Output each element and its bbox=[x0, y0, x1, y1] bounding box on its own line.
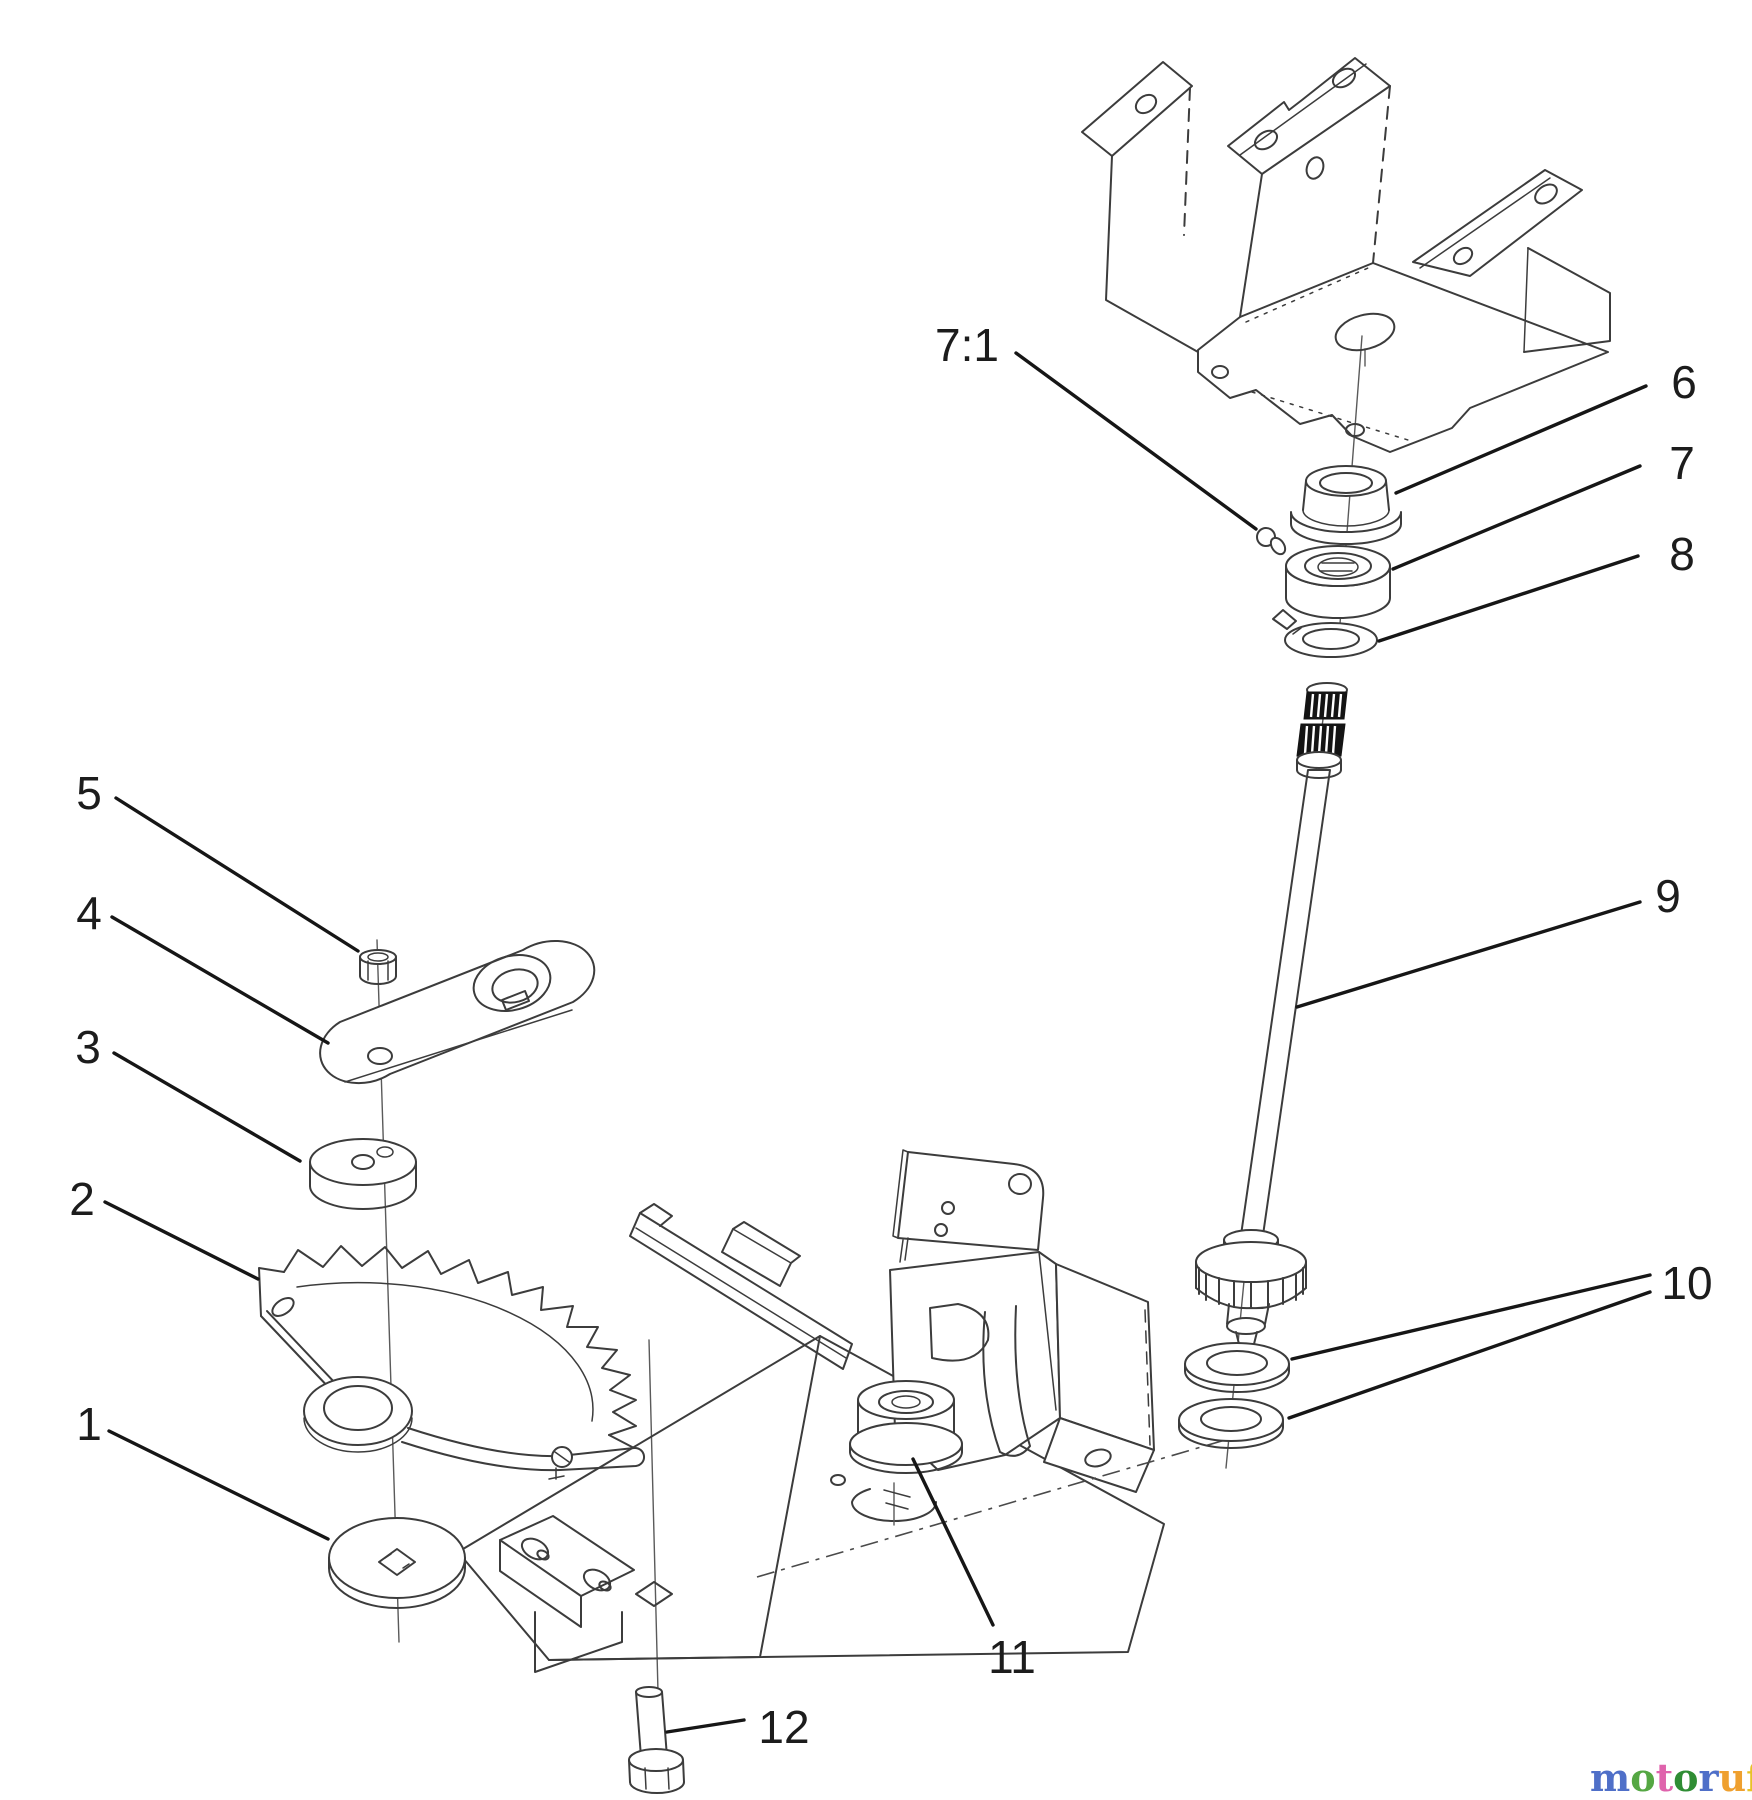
watermark-letter: t bbox=[1656, 1755, 1674, 1800]
callout-10: 10 bbox=[1661, 1257, 1712, 1309]
callout-6: 6 bbox=[1671, 356, 1697, 408]
watermark-letter: o bbox=[1630, 1755, 1655, 1800]
callout-11: 11 bbox=[988, 1631, 1036, 1683]
watermark-text: motoruf.de bbox=[1590, 1755, 1752, 1800]
callout-2: 2 bbox=[69, 1173, 95, 1225]
watermark-letter: r bbox=[1699, 1755, 1720, 1800]
callout-labels: 5 4 3 2 1 7:1 6 7 8 9 10 11 12 bbox=[69, 319, 1712, 1753]
carriage-bolt bbox=[628, 1686, 685, 1794]
steering-shaft bbox=[1239, 682, 1348, 1243]
lock-washer bbox=[1272, 609, 1378, 658]
watermark-logo: motoruf.de bbox=[1590, 1755, 1752, 1800]
control-plate bbox=[319, 939, 596, 1085]
watermark-letter: o bbox=[1673, 1755, 1698, 1800]
thrust-washers bbox=[1178, 1342, 1290, 1449]
callout-5: 5 bbox=[76, 767, 102, 819]
callout-12: 12 bbox=[758, 1701, 809, 1753]
callout-leader-lines bbox=[103, 351, 1652, 1734]
watermark-letter: u bbox=[1719, 1755, 1747, 1800]
steering-console-bracket bbox=[1081, 57, 1611, 453]
spacer-disc bbox=[309, 1138, 417, 1210]
support-bushing bbox=[849, 1380, 963, 1510]
pinion-gear bbox=[1195, 1229, 1307, 1347]
steering-bearing bbox=[1285, 545, 1391, 619]
callout-7-1: 7:1 bbox=[935, 319, 999, 371]
flat-washer bbox=[328, 1517, 466, 1609]
lower-support-assembly bbox=[457, 1149, 1165, 1673]
steering-sector-gear bbox=[258, 1245, 645, 1480]
callout-3: 3 bbox=[75, 1021, 101, 1073]
steering-bushing bbox=[1290, 465, 1402, 545]
callout-7: 7 bbox=[1669, 437, 1695, 489]
callout-4: 4 bbox=[76, 887, 102, 939]
watermark-letter: m bbox=[1590, 1755, 1630, 1800]
lock-nut bbox=[359, 949, 397, 985]
callout-8: 8 bbox=[1669, 528, 1695, 580]
assembly-axis-line bbox=[756, 1437, 1233, 1578]
callout-1: 1 bbox=[76, 1398, 102, 1450]
watermark-letter: f bbox=[1746, 1755, 1752, 1800]
roll-pin bbox=[1256, 527, 1287, 556]
callout-9: 9 bbox=[1655, 870, 1681, 922]
